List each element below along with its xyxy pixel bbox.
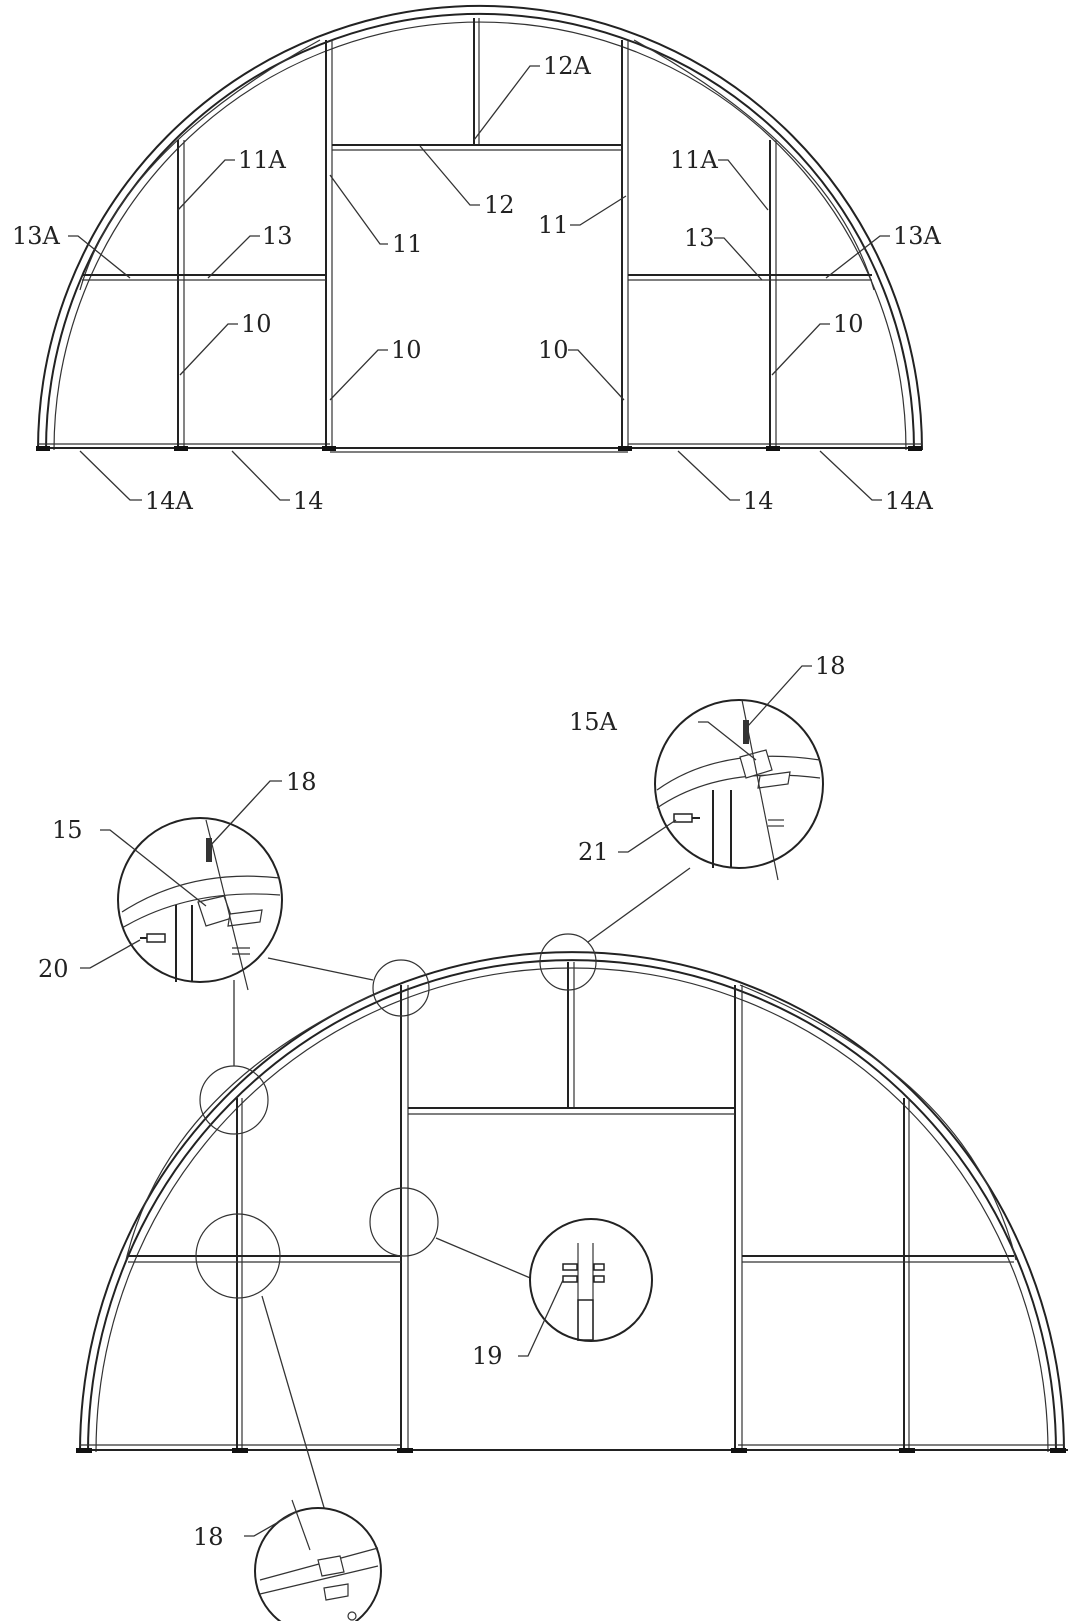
label-12A: 12A — [543, 52, 592, 80]
label-14A-left: 14A — [145, 487, 194, 515]
label-20: 20 — [38, 955, 69, 983]
label-14-left: 14 — [293, 487, 324, 515]
label-18-top: 18 — [815, 652, 846, 680]
label-13-right: 13 — [684, 224, 715, 252]
label-13-left: 13 — [262, 222, 293, 250]
detail-18-bottom — [254, 1499, 382, 1621]
label-10-b: 10 — [391, 336, 422, 364]
label-15A: 15A — [569, 708, 618, 736]
label-12: 12 — [484, 191, 515, 219]
label-11-left: 11 — [392, 230, 423, 258]
label-13A-right: 13A — [893, 222, 942, 250]
label-11A-right: 11A — [670, 146, 719, 174]
label-18-left: 18 — [286, 768, 317, 796]
detail-15A — [654, 699, 824, 881]
label-14-right: 14 — [743, 487, 774, 515]
label-21: 21 — [578, 838, 609, 866]
label-13A-left: 13A — [12, 222, 61, 250]
label-11-right: 11 — [538, 211, 569, 239]
detail-19 — [529, 1218, 653, 1342]
label-10-a: 10 — [241, 310, 272, 338]
label-19: 19 — [472, 1342, 503, 1370]
label-15: 15 — [52, 816, 83, 844]
detail-15 — [117, 817, 283, 991]
label-10-d: 10 — [833, 310, 864, 338]
bottom-frame-view: 18 15A 21 18 15 20 — [38, 652, 1068, 1621]
label-18-bottom: 18 — [193, 1523, 224, 1551]
label-10-c: 10 — [538, 336, 569, 364]
label-14A-right: 14A — [885, 487, 934, 515]
top-frame-view: 12A 11A 11A 12 11 11 13A 13 13 13A 10 10… — [12, 4, 942, 515]
label-11A-left: 11A — [238, 146, 287, 174]
